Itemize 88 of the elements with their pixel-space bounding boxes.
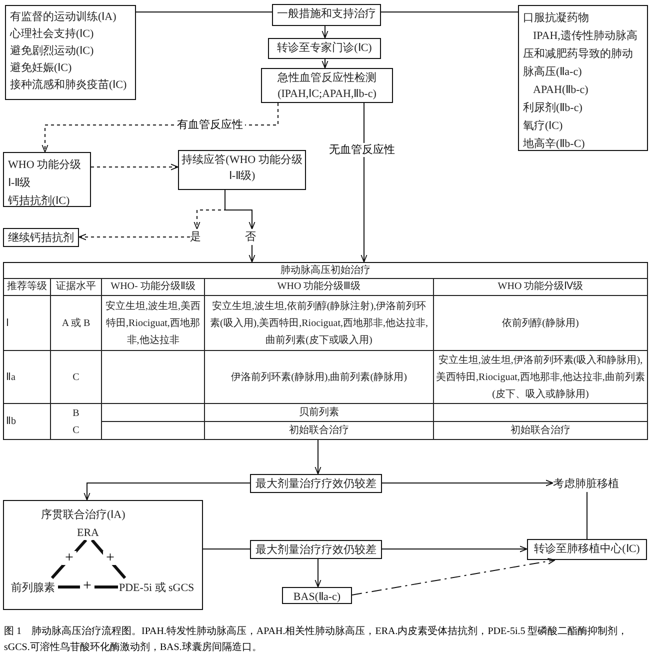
text-label: PDE-5i 或 sGCS (119, 581, 194, 595)
arrow (352, 558, 556, 596)
table-cell: 贝前列素 (205, 404, 434, 422)
process-box (282, 587, 352, 604)
table-cell: Ⅱa (4, 351, 51, 404)
treatment-table (3, 262, 648, 440)
box-text: 急性血管反应性检测 (276, 70, 378, 86)
text-label: 前列腺素 (11, 581, 55, 595)
group-title: 序贯联合治疗(ⅠA) (41, 508, 126, 523)
process-box (272, 4, 381, 26)
edge-label: 无血管反应性 (329, 143, 395, 157)
arrow (382, 480, 554, 486)
process-box (250, 474, 382, 493)
arrow (314, 558, 322, 588)
box-text: 最大剂量治疗疗效仍较差 (254, 542, 378, 558)
text-label: ERA (77, 526, 99, 540)
table-cell: Ⅱb (4, 404, 51, 440)
table-cell: 证据水平 (51, 278, 102, 296)
list-item: 避免剧烈运动(ⅠC) (10, 44, 95, 59)
connector-line (586, 492, 588, 540)
box-text: (IPAH,ⅠC;APAH,Ⅱb-c) (276, 87, 378, 102)
table-cell: 安立生坦,波生坦,依前列醇(静脉注射),伊洛前列环素(吸入用),美西特田,Riociguat,西地那非,他达拉非,曲前列素(皮下或吸入用) (205, 296, 434, 351)
connector-line (202, 548, 250, 550)
box-text: 转诊至专家门诊(ⅠC) (276, 40, 373, 56)
table-title: 肺动脉高压初始治疗 (4, 263, 648, 279)
arrow (248, 244, 256, 262)
table-cell: 安立生坦,波生坦,伊洛前列环素(吸入和静脉用),美西特田,Riociguat,西地那非,他达拉非,曲前列素(皮下、吸入或静脉用) (434, 351, 648, 404)
list-item: IPAH,遗传性肺动脉高压和减肥药导致的肺动脉高压(Ⅱa-c) (523, 28, 638, 80)
text-label: 是 (190, 229, 201, 245)
table-cell: 依前列醇(静脉用) (434, 296, 648, 351)
box-text: 一般措施和支持治疗 (276, 7, 377, 22)
arrow (84, 482, 250, 500)
arrow (322, 58, 328, 68)
box-text: 转诊至肺移植中心(ⅠC) (533, 542, 641, 557)
table-cell: C (51, 351, 102, 404)
arrow (314, 440, 322, 474)
box-text: 继续钙拮抗剂 (7, 230, 75, 246)
connector-line (50, 539, 88, 579)
text-box (3, 152, 91, 207)
list-item: 钙拮抗剂(ⅠC) (8, 194, 71, 209)
process-box (527, 539, 647, 560)
process-box (261, 68, 393, 103)
process-box (3, 228, 79, 247)
list-item: 利尿剂(Ⅱb-c) (523, 100, 584, 116)
box-text: 持续应答(WHO 功能分级Ⅰ-Ⅱ级) (180, 152, 304, 184)
arrow (224, 190, 256, 230)
table-cell: B (51, 404, 102, 422)
list-item: 口服抗凝药物 (523, 10, 590, 26)
table-cell: C (51, 422, 102, 440)
arrow (382, 546, 528, 552)
table-cell: WHO- 功能分级Ⅱ级 (102, 278, 205, 296)
list-item: 接种流感和肺炎疫苗(ⅠC) (10, 78, 128, 93)
list-item: 氧疗(ⅠC) (523, 119, 564, 134)
edge-label: + (82, 579, 92, 593)
text-box (518, 5, 648, 151)
table-cell: 初始联合治疗 (434, 422, 648, 440)
edge-label: + (105, 551, 116, 565)
arrow (90, 164, 178, 170)
list-item: 避免妊娠(ⅠC) (10, 60, 73, 76)
arrow (42, 102, 278, 152)
box-text: 最大剂量治疗疗效仍较差 (254, 476, 378, 492)
process-box (178, 150, 306, 190)
connector-line (90, 539, 126, 579)
arrow (360, 102, 368, 262)
list-item: APAH(Ⅱb-c) (532, 83, 590, 98)
table-cell: 初始联合治疗 (205, 422, 434, 440)
arrow (322, 26, 328, 38)
process-box (268, 38, 381, 59)
list-item: WHO 功能分级Ⅰ-Ⅱ级 (8, 158, 82, 191)
figure-caption: 图 1 肺动脉高压治疗流程图。IPAH.特发性肺动脉高压，APAH.相关性肺动脉高压，ERA.内皮素受体拮抗剂，PDE-5i.5 型磷酸二酯酶抑制剂，sGCS.可溶性鸟苷酸环化酶激动剂，BAS.球囊房间隔造口。 (4, 624, 629, 655)
table-cell: WHO 功能分级Ⅳ级 (434, 278, 648, 296)
table-cell: 推荐等级 (4, 278, 51, 296)
table-cell: A 或 B (51, 296, 102, 351)
table-cell: WHO 功能分级Ⅲ级 (205, 278, 434, 296)
group-box (3, 500, 203, 610)
list-item: 地高辛(Ⅱb-C) (523, 136, 586, 152)
connector-line (58, 586, 118, 588)
process-box (250, 540, 382, 559)
table-cell: Ⅰ (4, 296, 51, 351)
edge-label: 有血管反应性 (177, 118, 243, 132)
list-item: 有监督的运动训练(ⅠA) (10, 10, 118, 25)
text-box (5, 5, 136, 100)
list-item: 心理社会支持(ⅠC) (10, 26, 95, 42)
arrow (78, 234, 190, 240)
box-text: BAS(Ⅱa-c) (292, 590, 342, 605)
table-cell: 安立生坦,波生坦,美西特田,Riociguat,西地那非,他达拉非 (102, 296, 205, 351)
table-cell: 伊洛前列环素(静脉用),曲前列素(静脉用) (205, 351, 434, 404)
edge-label: + (64, 551, 74, 565)
